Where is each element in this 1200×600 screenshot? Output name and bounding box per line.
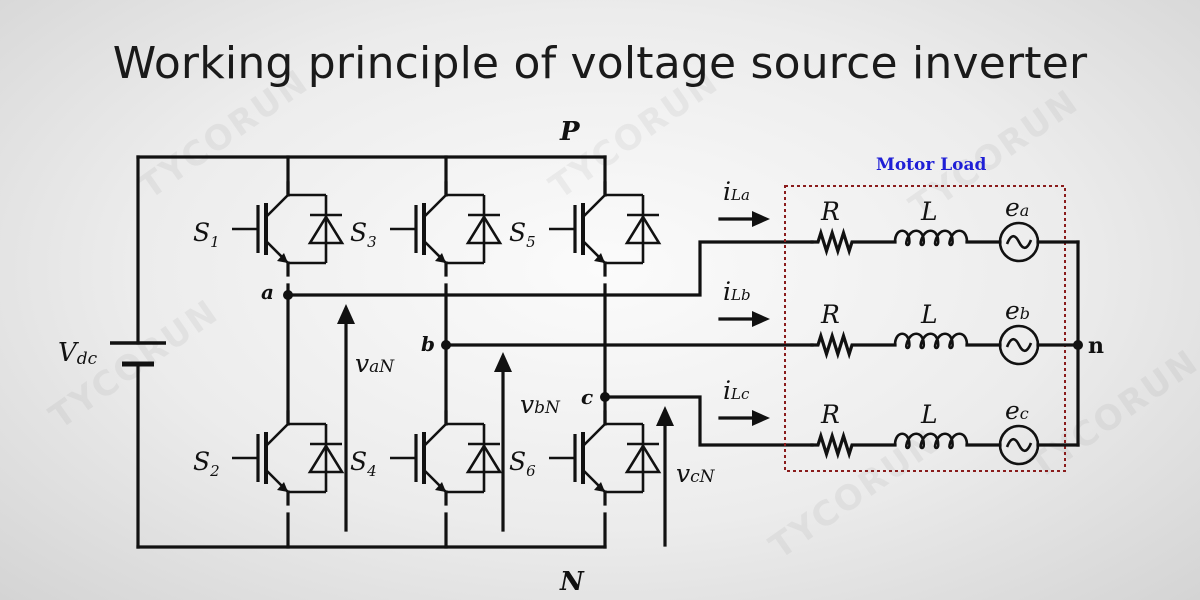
resistor-label: R (820, 300, 840, 329)
label-s3: S3 (350, 218, 377, 251)
inductor (893, 332, 969, 350)
node-c-dot (600, 392, 610, 402)
source-label: eb (1005, 296, 1030, 325)
label-p: P (559, 117, 581, 147)
label-vbN: vbN (520, 390, 561, 419)
label-iLa: iLa (723, 177, 750, 206)
label-node-b: b (421, 332, 435, 356)
inductor (893, 229, 969, 247)
node-b-dot (441, 340, 451, 350)
label-vdc: Vdc (58, 338, 98, 369)
inductor-label: L (920, 197, 938, 226)
watermark: TYCORUN (1022, 342, 1200, 488)
label-s5: S5 (509, 218, 536, 251)
source-label: ec (1005, 396, 1029, 425)
label-s1: S1 (193, 218, 220, 251)
label-iLb: iLb (723, 277, 751, 306)
motor-load-box (784, 185, 1066, 472)
phase-c-wire (603, 395, 814, 447)
label-s2: S2 (193, 447, 220, 480)
switch-s3 (388, 181, 502, 277)
resistor-label: R (820, 400, 840, 429)
label-vcN: vcN (676, 459, 716, 488)
current-arrows (718, 211, 770, 426)
label-s6: S6 (509, 447, 536, 480)
page-title: Working principle of voltage source inve… (112, 38, 1088, 89)
switch-s2 (230, 410, 344, 506)
label-motor-load: Motor Load (876, 155, 987, 175)
tilde-icon (1005, 337, 1033, 353)
voltage-arrows (337, 304, 674, 547)
text-labels: P N Vdc a b c n Motor Load S1 S3 S5 S2 S… (58, 117, 1104, 597)
inductor-label: L (920, 300, 938, 329)
label-n: N (559, 567, 585, 597)
tilde-icon (1005, 437, 1033, 453)
label-node-c: c (581, 385, 593, 409)
dc-bus (110, 155, 607, 549)
node-a-dot (283, 290, 293, 300)
inductor (893, 432, 969, 450)
switch-s6 (547, 410, 661, 506)
switch-s1 (230, 181, 344, 277)
label-iLc: iLc (723, 376, 750, 405)
label-vaN: vaN (355, 349, 395, 378)
output-wires (283, 240, 814, 447)
switch-s4 (388, 410, 502, 506)
label-s4: S4 (350, 447, 377, 480)
neutral-bus (1073, 240, 1083, 447)
resistor (810, 227, 897, 257)
phase-a-wire (286, 240, 814, 297)
source-label: ea (1005, 193, 1029, 222)
inductor-label: L (920, 400, 938, 429)
node-n-dot (1073, 340, 1083, 350)
resistor (810, 430, 897, 460)
resistor-label: R (820, 197, 840, 226)
tilde-icon (1005, 234, 1033, 250)
resistor (810, 330, 897, 360)
label-node-a: a (261, 280, 274, 304)
label-node-n: n (1088, 333, 1104, 359)
